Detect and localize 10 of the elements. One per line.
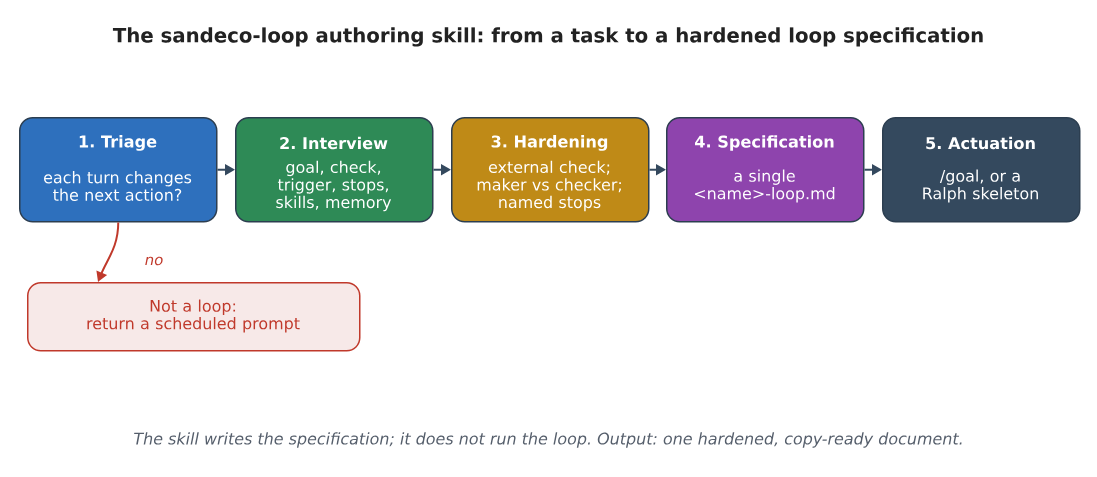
note-box: Not a loop: return a scheduled prompt <box>27 282 361 352</box>
step-box: 5. Actuation /goal, or a Ralph skeleton <box>882 117 1081 223</box>
step-box: 2. Interview goal, check, trigger, stops, skills, memory <box>235 117 434 223</box>
step-box: 1. Triage each turn changes the next action? <box>19 117 218 223</box>
arrow <box>96 221 120 282</box>
caption: The skill writes the specification; it does not run the loop. Output: one hardened, copy-ready document. <box>134 432 962 448</box>
step-box: 4. Specification a single <name>-loop.md <box>666 117 865 223</box>
edge-label: no <box>143 255 165 267</box>
title: The sandeco-loop authoring skill: from a task to a hardened loop specification <box>112 27 983 47</box>
step-box: 3. Hardening external check; maker vs checker; named stops <box>451 117 650 223</box>
